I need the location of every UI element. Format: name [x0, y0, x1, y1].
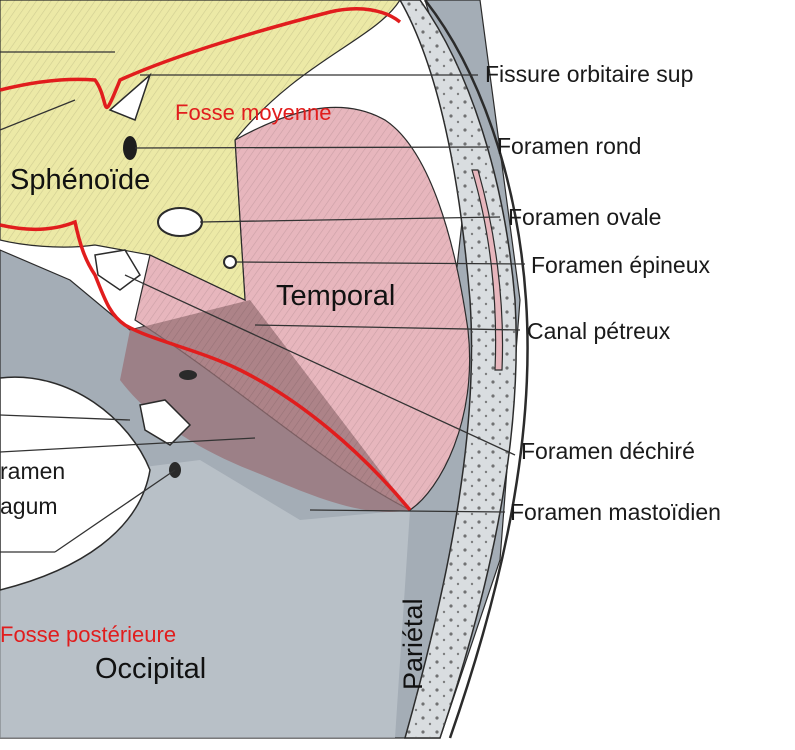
- sphenoid-label: Sphénoïde: [10, 164, 151, 196]
- leader-foramen-dechire: [124, 274, 516, 456]
- occipital-label: Occipital: [95, 653, 207, 685]
- leader-upper-left-2: [0, 99, 76, 131]
- leader-foramen-rond: [134, 146, 491, 149]
- callout-foramen-dechire: Foramen déchiré: [521, 438, 695, 464]
- posterior-fossa-label: Fosse postérieure: [0, 622, 177, 647]
- callout-foramen-mastoidien: Foramen mastoïdien: [510, 499, 721, 525]
- foramen-magnum-label-line1: ramen: [0, 458, 66, 484]
- outer-scalp-pink-strip: [471, 169, 504, 371]
- foramen-epineux-hole: [223, 255, 237, 269]
- leader-foramen-epineux: [235, 261, 526, 265]
- leader-foramen-mastoidien: [309, 509, 506, 513]
- leader-foramen-magnum-diag: [54, 469, 176, 553]
- callout-foramen-rond: Foramen rond: [497, 133, 642, 159]
- small-foramen: [179, 370, 197, 380]
- foramen-ovale-hole: [157, 207, 203, 237]
- temporal-hatch: [135, 107, 470, 510]
- leader-foramen-ovale: [199, 216, 501, 223]
- callout-canal-petreux: Canal pétreux: [527, 318, 671, 344]
- jugular-foramen-hole: [139, 399, 192, 446]
- parietal-label: Pariétal: [398, 598, 428, 690]
- temporal-label: Temporal: [276, 280, 396, 312]
- leader-left-1: [0, 414, 131, 421]
- foramen-magnum-opening: [0, 376, 151, 591]
- leader-left-2: [0, 437, 256, 453]
- parietal-diploe-dots: [400, 0, 517, 738]
- foramen-magnum-label-line2: agum: [0, 493, 58, 519]
- middle-fossa-boundary: [0, 7, 402, 109]
- skull-outer-outline: [424, 0, 529, 739]
- leader-canal-petreux: [254, 324, 521, 331]
- callout-fissure-orbitaire-sup: Fissure orbitaire sup: [485, 61, 694, 87]
- middle-fossa-label: Fosse moyenne: [175, 100, 332, 125]
- foramen-dechire-hole: [94, 249, 141, 291]
- superior-orbital-fissure: [108, 72, 152, 121]
- callout-foramen-epineux: Foramen épineux: [531, 252, 710, 278]
- leader-lines: [0, 51, 526, 553]
- foramen-rond-hole: [123, 136, 137, 160]
- callout-foramen-ovale: Foramen ovale: [508, 204, 662, 230]
- posterior-fossa-boundary: [0, 219, 412, 512]
